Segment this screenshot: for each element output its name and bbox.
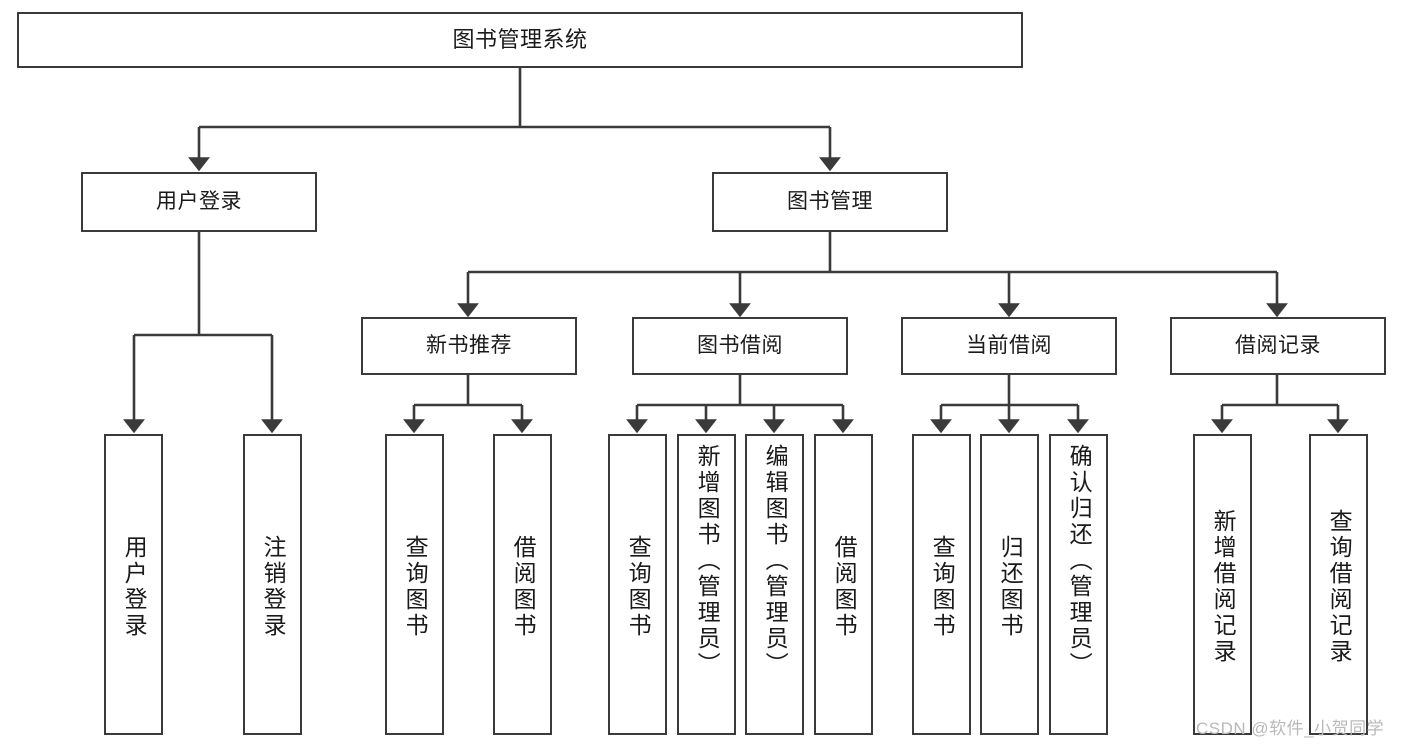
node-leaf-query-book-borrow[interactable]: 查询图书: [608, 434, 667, 735]
node-leaf-add-book-admin[interactable]: 新增图书（管理员）: [677, 434, 736, 735]
watermark-text: CSDN @软件_小贺同学: [1196, 719, 1385, 738]
node-leaf-query-book-recommend[interactable]: 查询图书: [385, 434, 444, 735]
node-label: 图书管理: [787, 190, 873, 214]
node-label: 图书借阅: [697, 334, 783, 358]
node-label: 借阅图书: [510, 534, 537, 639]
node-label: 查询图书: [929, 534, 956, 639]
node-label: 用户登录: [121, 534, 148, 639]
node-book-management[interactable]: 图书管理: [712, 172, 948, 232]
connector-current-borrow-to-leaves: [930, 375, 1089, 434]
connector-root-to-level1: [188, 68, 841, 172]
node-leaf-query-borrow-record[interactable]: 查询借阅记录: [1309, 434, 1368, 735]
node-leaf-user-login[interactable]: 用户登录: [104, 434, 163, 735]
connector-new-book-recommend-to-leaves: [403, 375, 533, 434]
node-label: 借阅图书: [831, 534, 858, 639]
node-leaf-add-borrow-record[interactable]: 新增借阅记录: [1193, 434, 1252, 735]
node-label: 注销登录: [260, 534, 287, 639]
node-label: 新书推荐: [426, 334, 512, 358]
node-leaf-logout-login[interactable]: 注销登录: [243, 434, 302, 735]
node-label: 图书管理系统: [452, 26, 588, 52]
node-leaf-edit-book-admin[interactable]: 编辑图书（管理员）: [745, 434, 804, 735]
node-label: 确认归还（管理员）: [1066, 444, 1093, 678]
node-label: 归还图书: [997, 534, 1024, 639]
node-label: 当前借阅: [966, 334, 1052, 358]
node-label: 新增图书（管理员）: [694, 444, 721, 678]
node-label: 查询借阅记录: [1326, 508, 1353, 665]
node-user-login[interactable]: 用户登录: [81, 172, 317, 232]
node-leaf-return-book[interactable]: 归还图书: [980, 434, 1039, 735]
node-root-book-management-system[interactable]: 图书管理系统: [17, 12, 1023, 68]
connector-book-manage-to-level2: [457, 232, 1288, 318]
node-label: 用户登录: [156, 190, 242, 214]
node-leaf-confirm-return-admin[interactable]: 确认归还（管理员）: [1049, 434, 1108, 735]
node-leaf-borrow-book-borrow[interactable]: 借阅图书: [814, 434, 873, 735]
node-label: 借阅记录: [1235, 334, 1321, 358]
node-label: 新增借阅记录: [1210, 508, 1237, 665]
node-borrow-record[interactable]: 借阅记录: [1170, 317, 1386, 375]
node-label: 查询图书: [625, 534, 652, 639]
node-label: 编辑图书（管理员）: [762, 444, 789, 678]
node-leaf-borrow-book-recommend[interactable]: 借阅图书: [493, 434, 552, 735]
connector-borrow-record-to-leaves: [1211, 375, 1349, 434]
node-book-borrow[interactable]: 图书借阅: [632, 317, 848, 375]
connector-book-borrow-to-leaves: [626, 375, 854, 434]
node-label: 查询图书: [402, 534, 429, 639]
node-new-book-recommend[interactable]: 新书推荐: [361, 317, 577, 375]
node-current-borrow[interactable]: 当前借阅: [901, 317, 1117, 375]
node-leaf-query-book-current[interactable]: 查询图书: [912, 434, 971, 735]
connector-user-login-to-leaves: [123, 232, 283, 434]
